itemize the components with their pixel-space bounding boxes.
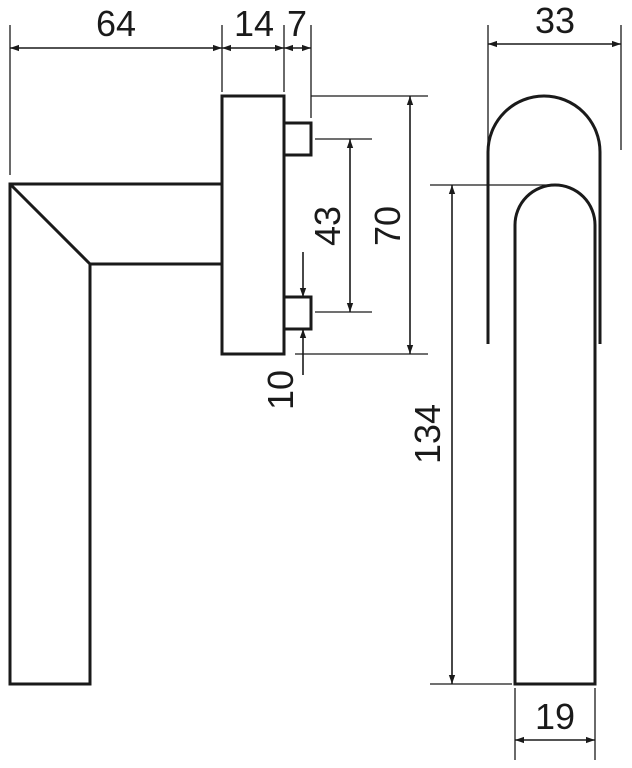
lever-bevel-line	[8, 182, 92, 266]
lower-pin	[282, 295, 313, 331]
dim-label-lever-width: 19	[535, 696, 575, 737]
lever-side-outline	[8, 182, 224, 686]
front-view	[486, 94, 602, 686]
side-view	[8, 94, 313, 686]
dim-label-pin: 7	[287, 3, 307, 44]
side-dimensions: 64 14 7 43 70 10	[9, 3, 428, 410]
dim-label-rose-width: 33	[535, 0, 575, 41]
dim-label-projection: 64	[96, 3, 136, 44]
dim-label-pin-offset: 10	[260, 370, 301, 410]
dim-label-rose-height: 70	[367, 206, 408, 246]
upper-pin	[282, 121, 313, 157]
lever-front-outline	[513, 183, 597, 686]
rose-front-outline	[486, 94, 602, 344]
dim-label-lever-length: 134	[407, 404, 448, 464]
dim-label-rose-depth: 14	[234, 3, 274, 44]
front-dimensions: 33 134 19	[407, 0, 622, 760]
rose-side	[220, 94, 286, 356]
dim-label-pin-spacing: 43	[307, 206, 348, 246]
